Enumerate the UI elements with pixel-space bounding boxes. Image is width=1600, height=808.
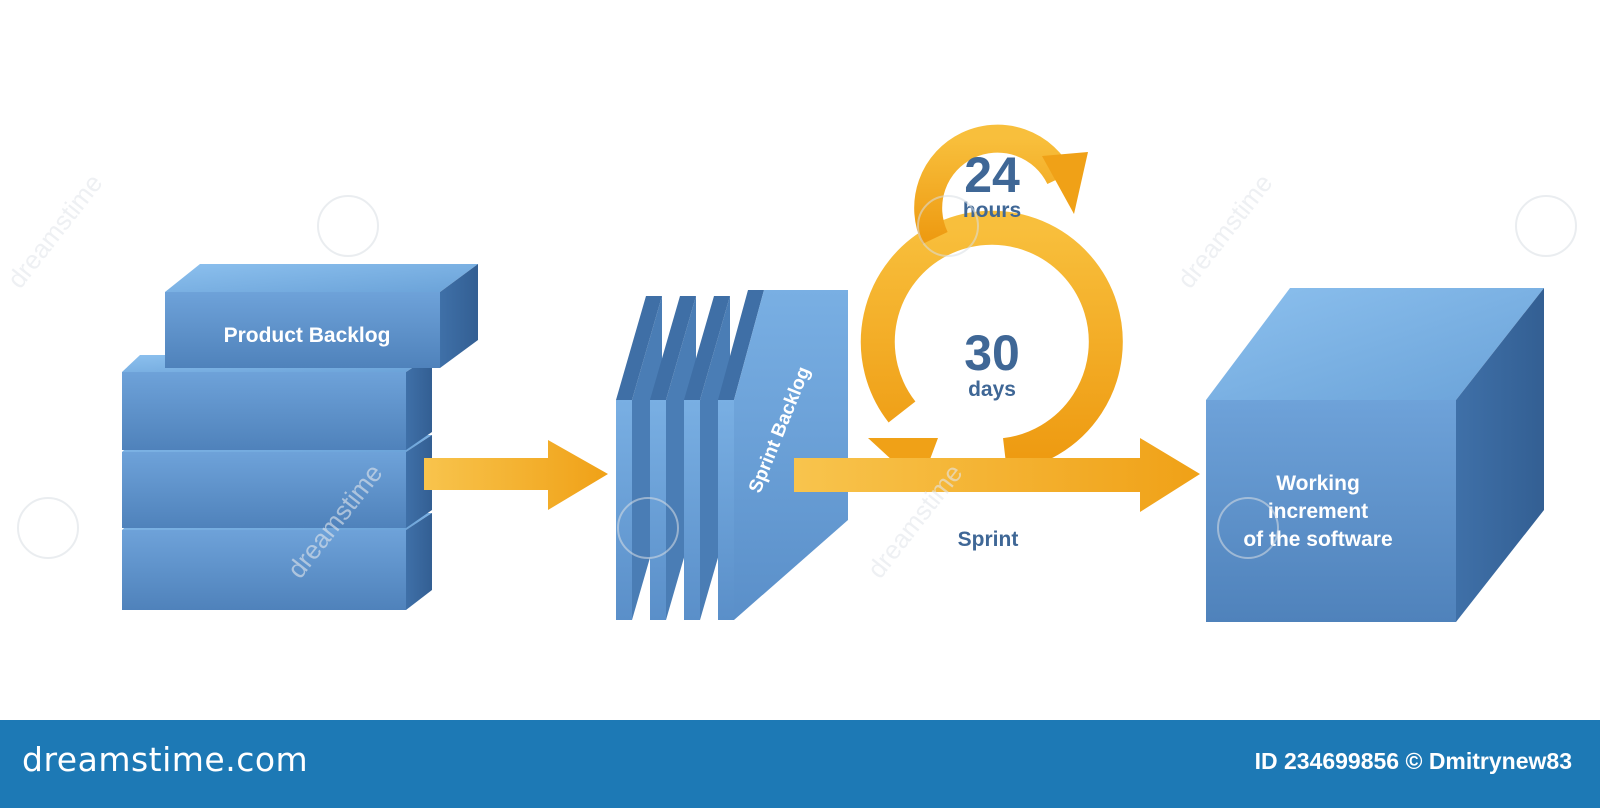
footer-brand[interactable]: dreamstime.com: [22, 740, 309, 779]
footer-image-info: ID 234699856 © Dmitrynew83: [1255, 748, 1572, 775]
copyright-author[interactable]: © Dmitrynew83: [1405, 748, 1572, 774]
increment-line-1: Working: [1276, 472, 1360, 495]
daily-loop-arrowhead: [1042, 152, 1088, 214]
backlog-slab-2: [122, 355, 432, 450]
arrow-to-sprint-backlog: [424, 440, 608, 510]
daily-unit: hours: [963, 199, 1021, 222]
sprint-label: Sprint: [958, 528, 1019, 551]
watermark-text: dreamstime: [1171, 168, 1278, 294]
sprint-unit: days: [968, 378, 1016, 401]
watermark-spiral-icon: [317, 195, 379, 257]
daily-number: 24: [964, 147, 1020, 203]
watermark-spiral-icon: [17, 497, 79, 559]
sprint-flow-arrow: [794, 438, 1200, 512]
increment-line-2: increment: [1268, 500, 1368, 523]
product-backlog-stack: Product Backlog: [122, 264, 478, 610]
watermark-spiral-icon: [917, 195, 979, 257]
backlog-slab-3: [122, 435, 432, 528]
daily-loop-arrow: [914, 124, 1073, 245]
watermark-spiral-icon: [617, 497, 679, 559]
cube-top: [1206, 288, 1544, 400]
image-id: ID 234699856: [1254, 748, 1400, 774]
watermark-spiral-icon: [1217, 497, 1279, 559]
sprint-backlog-panels: Sprint Backlog: [616, 290, 848, 620]
cube-side: [1456, 288, 1544, 622]
watermark-text: dreamstime: [1, 168, 108, 294]
footer-bar: dreamstime.com ID 234699856 © Dmitrynew8…: [0, 720, 1600, 808]
watermark-spiral-icon: [1515, 195, 1577, 257]
working-increment-cube: Working increment of the software: [1206, 288, 1544, 622]
sprint-panel-front: Sprint Backlog: [718, 290, 848, 620]
product-backlog-label: Product Backlog: [224, 324, 391, 347]
scrum-diagram: Product Backlog Sprint Backlog: [1, 124, 1577, 622]
backlog-slab-top: Product Backlog: [165, 264, 478, 368]
sprint-cycle: 24 hours 30 days Sprint: [794, 124, 1200, 551]
sprint-loop-arrow: [860, 210, 1123, 472]
sprint-number: 30: [964, 325, 1020, 381]
cube-front: [1206, 400, 1456, 622]
increment-line-3: of the software: [1243, 528, 1392, 551]
